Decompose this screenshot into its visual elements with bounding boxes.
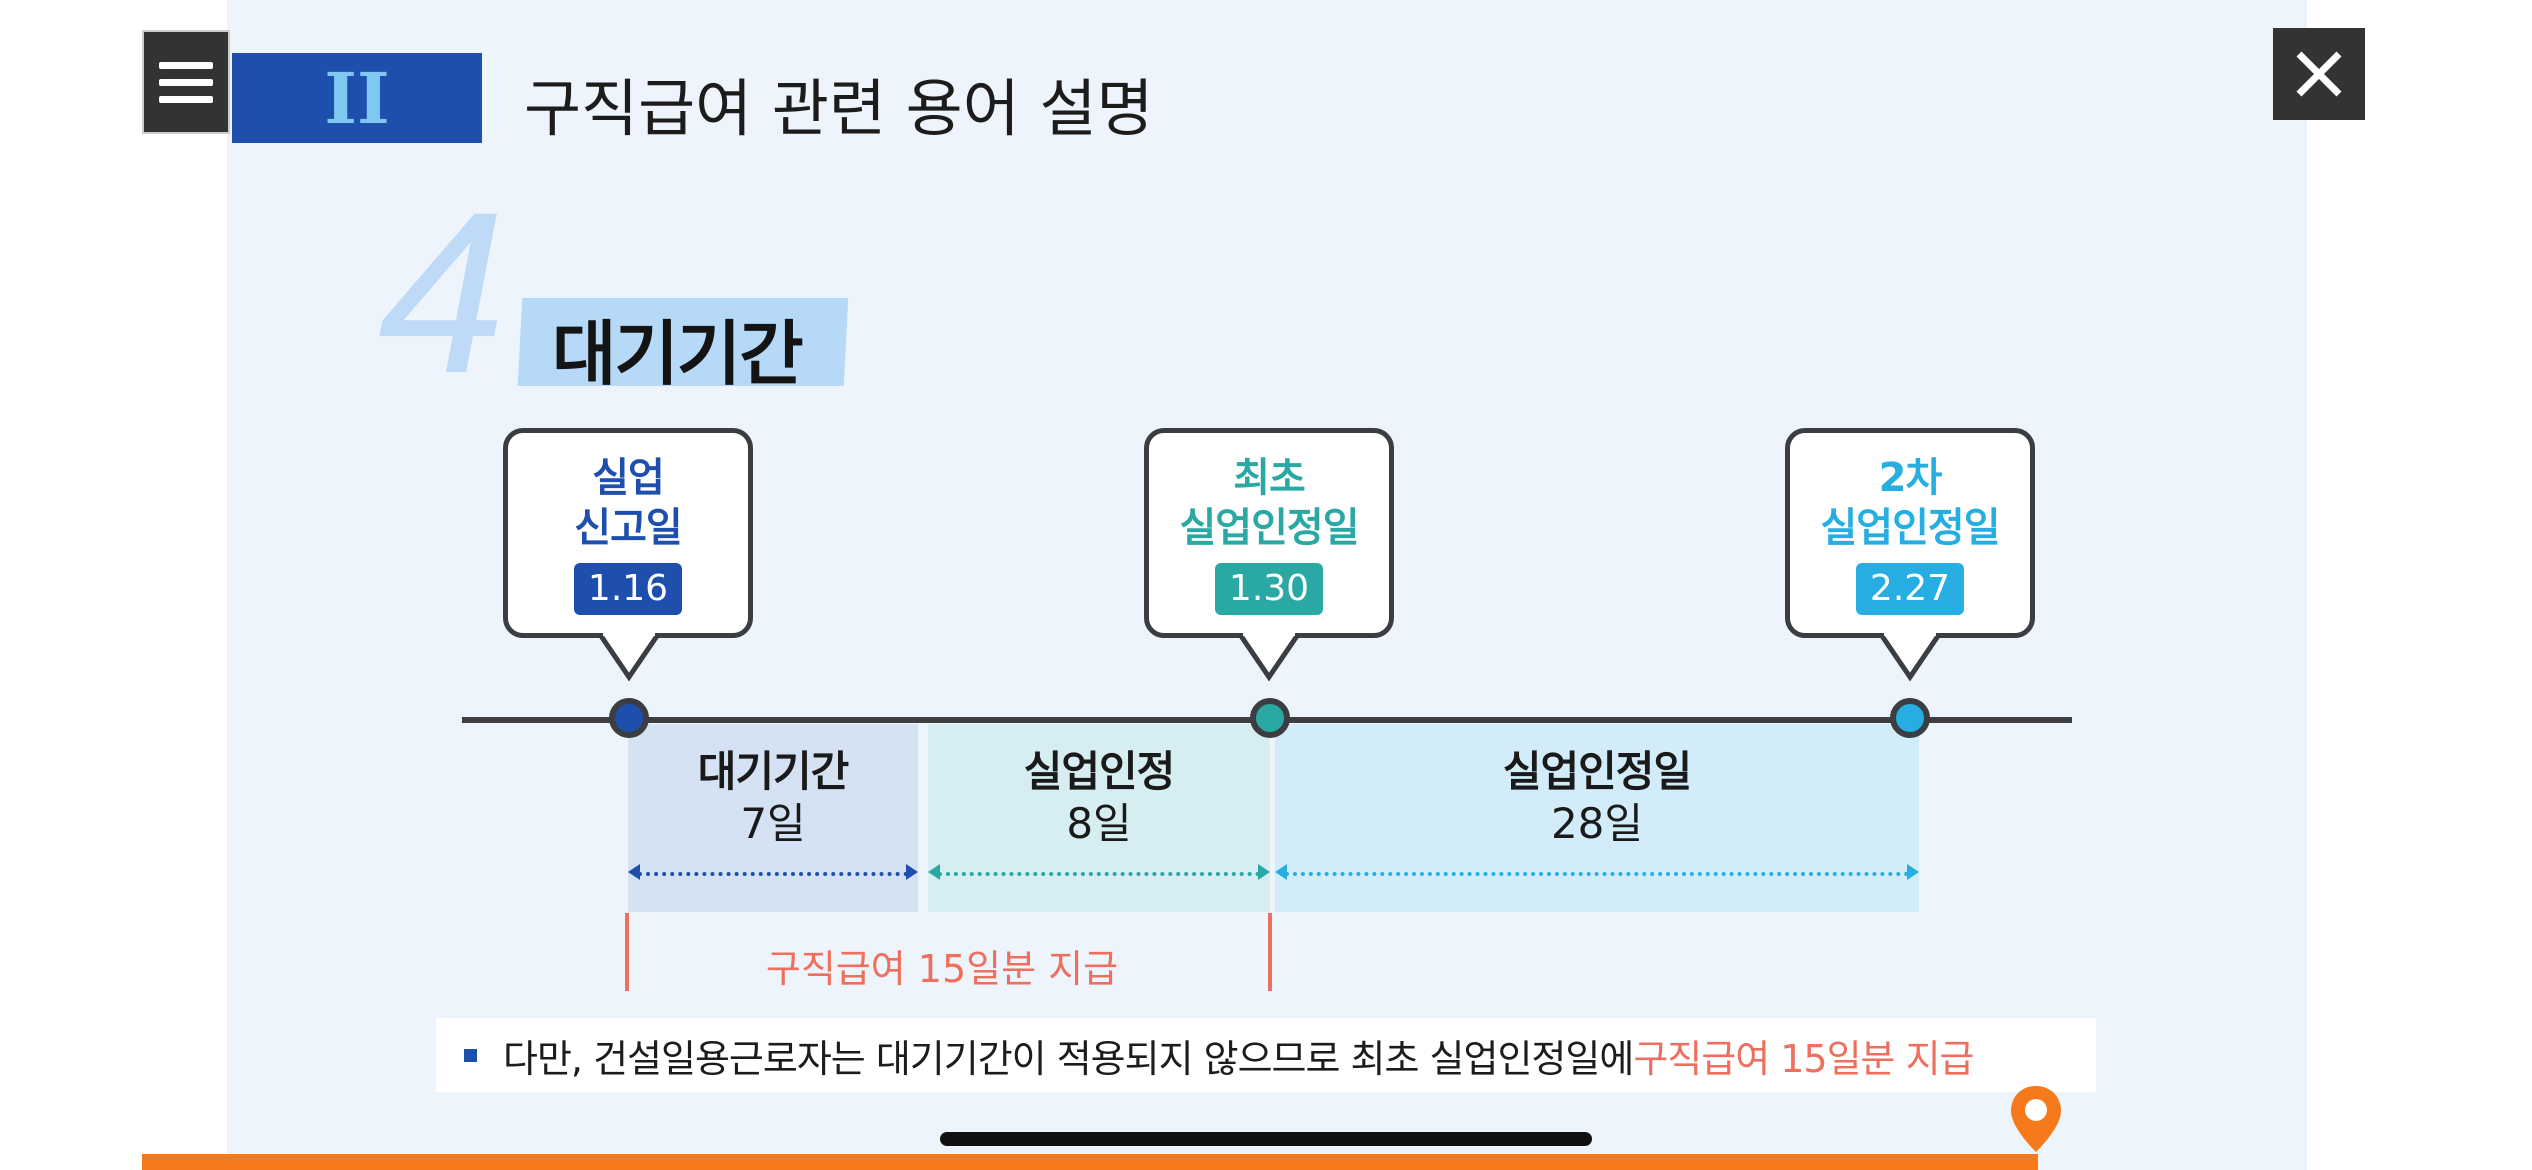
callout-first-recognition: 최초 실업인정일 1.30 [1144,428,1394,638]
callout-date: 2.27 [1855,563,1965,615]
callout-date: 1.16 [573,563,683,615]
payment-label: 구직급여 15일분 지급 [765,947,1119,991]
playback-progress-bar[interactable] [142,1154,2038,1170]
callout-unemployment-report: 실업 신고일 1.16 [503,428,753,638]
segment-duration: 8일 [1066,799,1132,848]
segment-recognition: 실업인정 8일 [928,724,1270,912]
callout-pointer [597,633,661,682]
home-indicator[interactable] [940,1132,1592,1146]
footnote: 다만, 건설일용근로자는 대기기간이 적용되지 않으므로 최초 실업인정일에 구… [436,1018,2096,1092]
callout-pointer [1878,633,1942,682]
footnote-text: 다만, 건설일용근로자는 대기기간이 적용되지 않으므로 최초 실업인정일에 [503,1036,1634,1081]
location-pin-icon[interactable] [2008,1084,2064,1156]
segment-label: 대기기간 [697,747,850,796]
segment-label: 실업인정 [1023,747,1176,796]
timeline-marker [1890,698,1930,738]
segment-duration: 7일 [740,799,806,848]
range-arrow [938,872,1260,876]
callout-line1: 2차 [1878,455,1943,501]
callout-line1: 최초 [1233,455,1306,501]
segment-duration: 28일 [1550,799,1644,848]
callout-line2: 신고일 [574,505,682,551]
footnote-highlight: 구직급여 15일분 지급 [1633,1036,1974,1081]
menu-button[interactable] [142,30,230,134]
segment-waiting-period: 대기기간 7일 [628,724,918,912]
range-arrow [638,872,908,876]
topic-heading: 대기기간 [552,313,804,395]
callout-second-recognition: 2차 실업인정일 2.27 [1785,428,2035,638]
timeline-marker [1250,698,1290,738]
close-button[interactable] [2273,28,2365,120]
payment-bracket-right [1268,913,1272,991]
range-arrow [1285,872,1909,876]
callout-line2: 실업인정일 [1820,505,2001,551]
bullet-square-icon [464,1048,477,1062]
page-title: 구직급여 관련 용어 설명 [524,72,1154,145]
hamburger-menu-icon [159,61,213,69]
callout-date: 1.30 [1214,563,1324,615]
callout-line1: 실업 [592,455,665,501]
payment-bracket-left [625,913,629,991]
section-numeral-badge: II [232,53,482,143]
topic-number: 4 [378,164,506,421]
callout-line2: 실업인정일 [1179,505,1360,551]
close-x-icon [2296,51,2342,97]
callout-pointer [1237,633,1301,682]
section-numeral: II [324,56,390,140]
segment-recognition-days: 실업인정일 28일 [1275,724,1919,912]
timeline-marker [609,698,649,738]
segment-label: 실업인정일 [1502,747,1692,796]
